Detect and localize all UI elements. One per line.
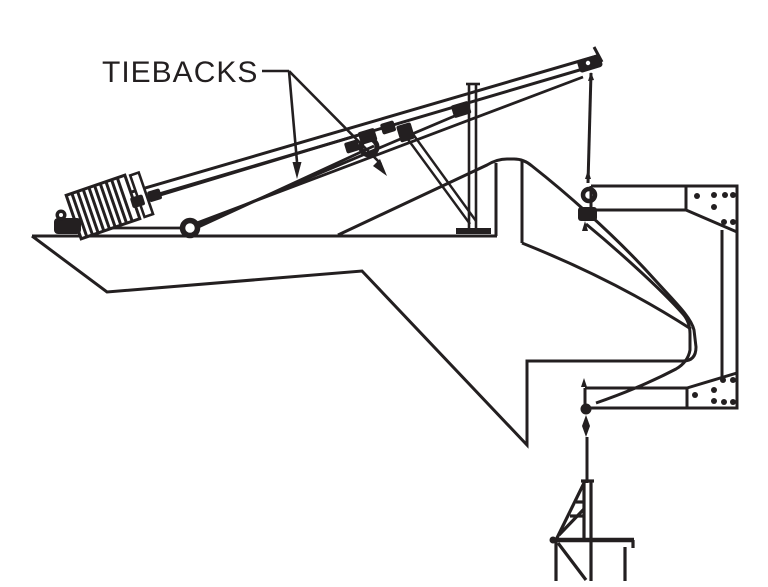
lower-shackle-grip [582, 415, 590, 437]
lower-shackle [580, 378, 592, 437]
cluster-ring [358, 136, 380, 158]
cable-clamp-cluster [344, 101, 472, 158]
lower-shackle-ring [580, 403, 592, 415]
brace-line-right [409, 129, 477, 222]
tiebacks-label: TIEBACKS [102, 56, 258, 89]
chair-outer-diagonal [554, 482, 586, 541]
roof-underside [31, 234, 686, 449]
anchor-body [54, 218, 81, 234]
beam-top-chord [103, 54, 598, 202]
diagonal-brace [403, 129, 477, 225]
lower-gusset-plate [685, 370, 739, 410]
arrowhead-2-icon [373, 159, 387, 176]
rope-around-nose [585, 222, 692, 405]
clamp-4 [451, 101, 472, 118]
chair-inner-diagonal [557, 507, 586, 537]
upper-shackle-ring [580, 186, 598, 204]
tieback-cables [77, 75, 584, 232]
chair-corner-pin [549, 536, 557, 544]
clamp-3 [380, 120, 396, 135]
lower-wall-bracket [583, 370, 739, 410]
turnbuckle-left [130, 194, 145, 208]
brace-clamp [396, 122, 415, 143]
lower-shackle-pin [581, 378, 587, 387]
upper-shackle-tail [582, 221, 588, 231]
brace-line-left [403, 133, 471, 225]
tip-pulley-pin [585, 60, 591, 66]
counterweight [64, 170, 155, 241]
wall-column [720, 230, 739, 377]
leader-branch-2 [288, 70, 382, 165]
rope-tip-to-bracket [586, 72, 593, 184]
upper-shackle-pin [585, 170, 591, 179]
chair-leg-diagonal [556, 542, 588, 581]
turnbuckle [130, 188, 162, 208]
leader-lines [262, 69, 382, 165]
suspension-rope [585, 72, 692, 483]
lower-gusset-bolts [692, 377, 736, 405]
anchor-eye-hole [59, 213, 63, 217]
mast-base-plate [456, 228, 491, 234]
upper-gusset-plate [684, 184, 739, 235]
turnbuckle-right [147, 188, 162, 202]
counterweight-plates [70, 177, 134, 238]
arrowhead-1-icon [292, 162, 302, 179]
roof-anchor [54, 209, 81, 234]
parapet-inner-edge [521, 241, 692, 331]
tieback-cable-3 [191, 144, 375, 232]
leader-branch-1 [287, 70, 299, 163]
tiebacks-annotation: TIEBACKS [102, 56, 387, 179]
heel-ring [179, 217, 201, 239]
upper-gusset-bolts [694, 192, 736, 225]
clamp-1 [344, 139, 360, 154]
boatswain-chair [549, 479, 635, 581]
curved-parapet [337, 157, 698, 363]
